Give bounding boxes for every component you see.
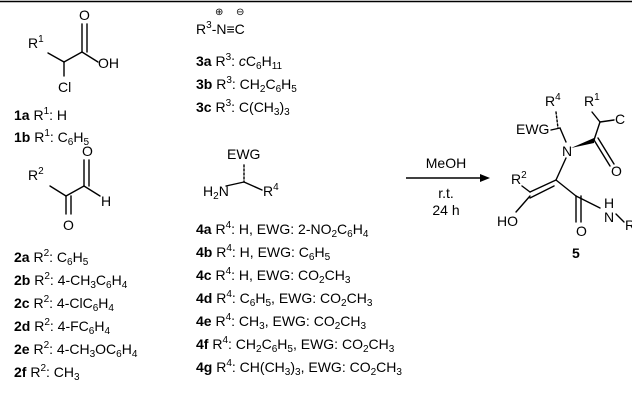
compound-3-structure: ⊕ ⊖ R3-N≡C — [196, 7, 245, 37]
reaction-conditions: MeOH r.t. 24 h — [406, 155, 490, 218]
entry-4b: 4b R4: H, EWG: C6H5 — [196, 243, 331, 263]
entry-3a: 3a R3: cC6H11 — [196, 52, 283, 72]
hash-bond — [555, 111, 559, 129]
condition-temp: r.t. — [438, 185, 454, 201]
bond — [597, 137, 615, 165]
entry-3b: 3b R3: CH2C6H5 — [196, 75, 297, 95]
bond — [529, 185, 555, 199]
bond — [81, 51, 99, 63]
acid-oh: OH — [98, 55, 119, 71]
entry-1b: 1b R1: C6H5 — [14, 128, 89, 148]
bond — [47, 52, 65, 63]
amine-ewg: EWG — [227, 146, 260, 162]
product-ewg: EWG — [516, 121, 549, 137]
product-id: 5 — [572, 245, 580, 261]
isocyanide-formula: R3-N≡C — [196, 20, 245, 37]
bond — [49, 185, 67, 197]
compound-2-structure: R2 O H O — [28, 143, 111, 233]
charge-minus: ⊖ — [236, 7, 244, 18]
entry-1a: 1a R1: H — [14, 106, 67, 123]
glyoxal-o-bottom: O — [63, 217, 74, 233]
entries-4: 4a R4: H, EWG: 2-NO2C6H4 4b R4: H, EWG: … — [196, 220, 402, 378]
wedge-bond — [571, 138, 594, 148]
bond — [555, 179, 577, 197]
product-r3: R3 — [625, 216, 632, 233]
chloro-label: Cl — [58, 79, 71, 95]
amine-h2n: H2N — [203, 183, 229, 202]
bond — [521, 185, 531, 193]
product-cl-fragment: C — [615, 111, 625, 127]
entries-2: 2a R2: C6H5 2b R2: 4-CH3C6H4 2c R2: 4-Cl… — [14, 248, 138, 383]
product-nh-n: N — [604, 209, 614, 225]
product-ho: HO — [497, 213, 518, 229]
entry-2d: 2d R2: 4-FC6H4 — [14, 317, 110, 337]
glyoxal-o-top: O — [82, 143, 93, 159]
bond — [615, 213, 625, 223]
entry-2b: 2b R2: 4-CH3C6H4 — [14, 271, 128, 291]
bond — [593, 121, 601, 141]
bond — [559, 127, 567, 143]
product-o: O — [611, 163, 622, 179]
bond — [63, 51, 83, 63]
amine-r4: R4 — [263, 182, 279, 199]
bond — [243, 181, 263, 191]
bond — [515, 195, 531, 213]
arrow-head — [480, 174, 490, 182]
entry-2a: 2a R2: C6H5 — [14, 248, 89, 268]
product-n: N — [562, 143, 572, 159]
entry-2e: 2e R2: 4-CH3OC6H4 — [14, 340, 138, 360]
compound-4-structure: EWG H2N R4 — [203, 146, 279, 202]
compound-1-structure: R1 O OH Cl — [28, 7, 119, 95]
bond — [575, 195, 601, 209]
bond — [529, 179, 557, 193]
entry-3c: 3c R3: C(CH3)3 — [196, 98, 290, 118]
bond — [591, 111, 601, 123]
entry-4f: 4f R4: CH2C6H5, EWG: CO2CH3 — [196, 335, 395, 355]
product-o-amide: O — [576, 223, 587, 239]
product-nh-h: H — [604, 195, 614, 211]
r2-label: R2 — [28, 166, 44, 183]
entry-4e: 4e R4: CH3, EWG: CO2CH3 — [196, 312, 367, 332]
entry-4d: 4d R4: C6H5, EWG: CO2CH3 — [196, 289, 373, 309]
bond — [83, 185, 101, 197]
entry-2c: 2c R2: 4-ClC6H4 — [14, 294, 114, 314]
condition-solvent: MeOH — [426, 155, 466, 171]
r1-label: R1 — [28, 34, 44, 51]
entry-4g: 4g R4: CH(CH3)3, EWG: CO2CH3 — [196, 358, 402, 378]
product-r2: R2 — [511, 170, 527, 187]
glyoxal-h: H — [101, 193, 111, 209]
acid-carbonyl-o: O — [79, 7, 90, 23]
bond — [599, 119, 615, 123]
bond — [550, 127, 561, 131]
bond — [593, 139, 611, 167]
entry-4c: 4c R4: H, EWG: CO2CH3 — [196, 266, 351, 286]
compound-5-structure: R4 R1 C EWG N R2 O N H HO O R3 — [497, 92, 632, 239]
product-r4: R4 — [545, 92, 561, 109]
bond — [225, 181, 245, 187]
entry-2f: 2f R2: CH3 — [14, 363, 80, 383]
product-r1: R1 — [584, 92, 600, 109]
bond — [555, 157, 567, 181]
entry-4a: 4a R4: H, EWG: 2-NO2C6H4 — [196, 220, 369, 240]
charge-plus: ⊕ — [215, 7, 223, 18]
bond — [65, 185, 85, 197]
condition-time: 24 h — [432, 202, 459, 218]
